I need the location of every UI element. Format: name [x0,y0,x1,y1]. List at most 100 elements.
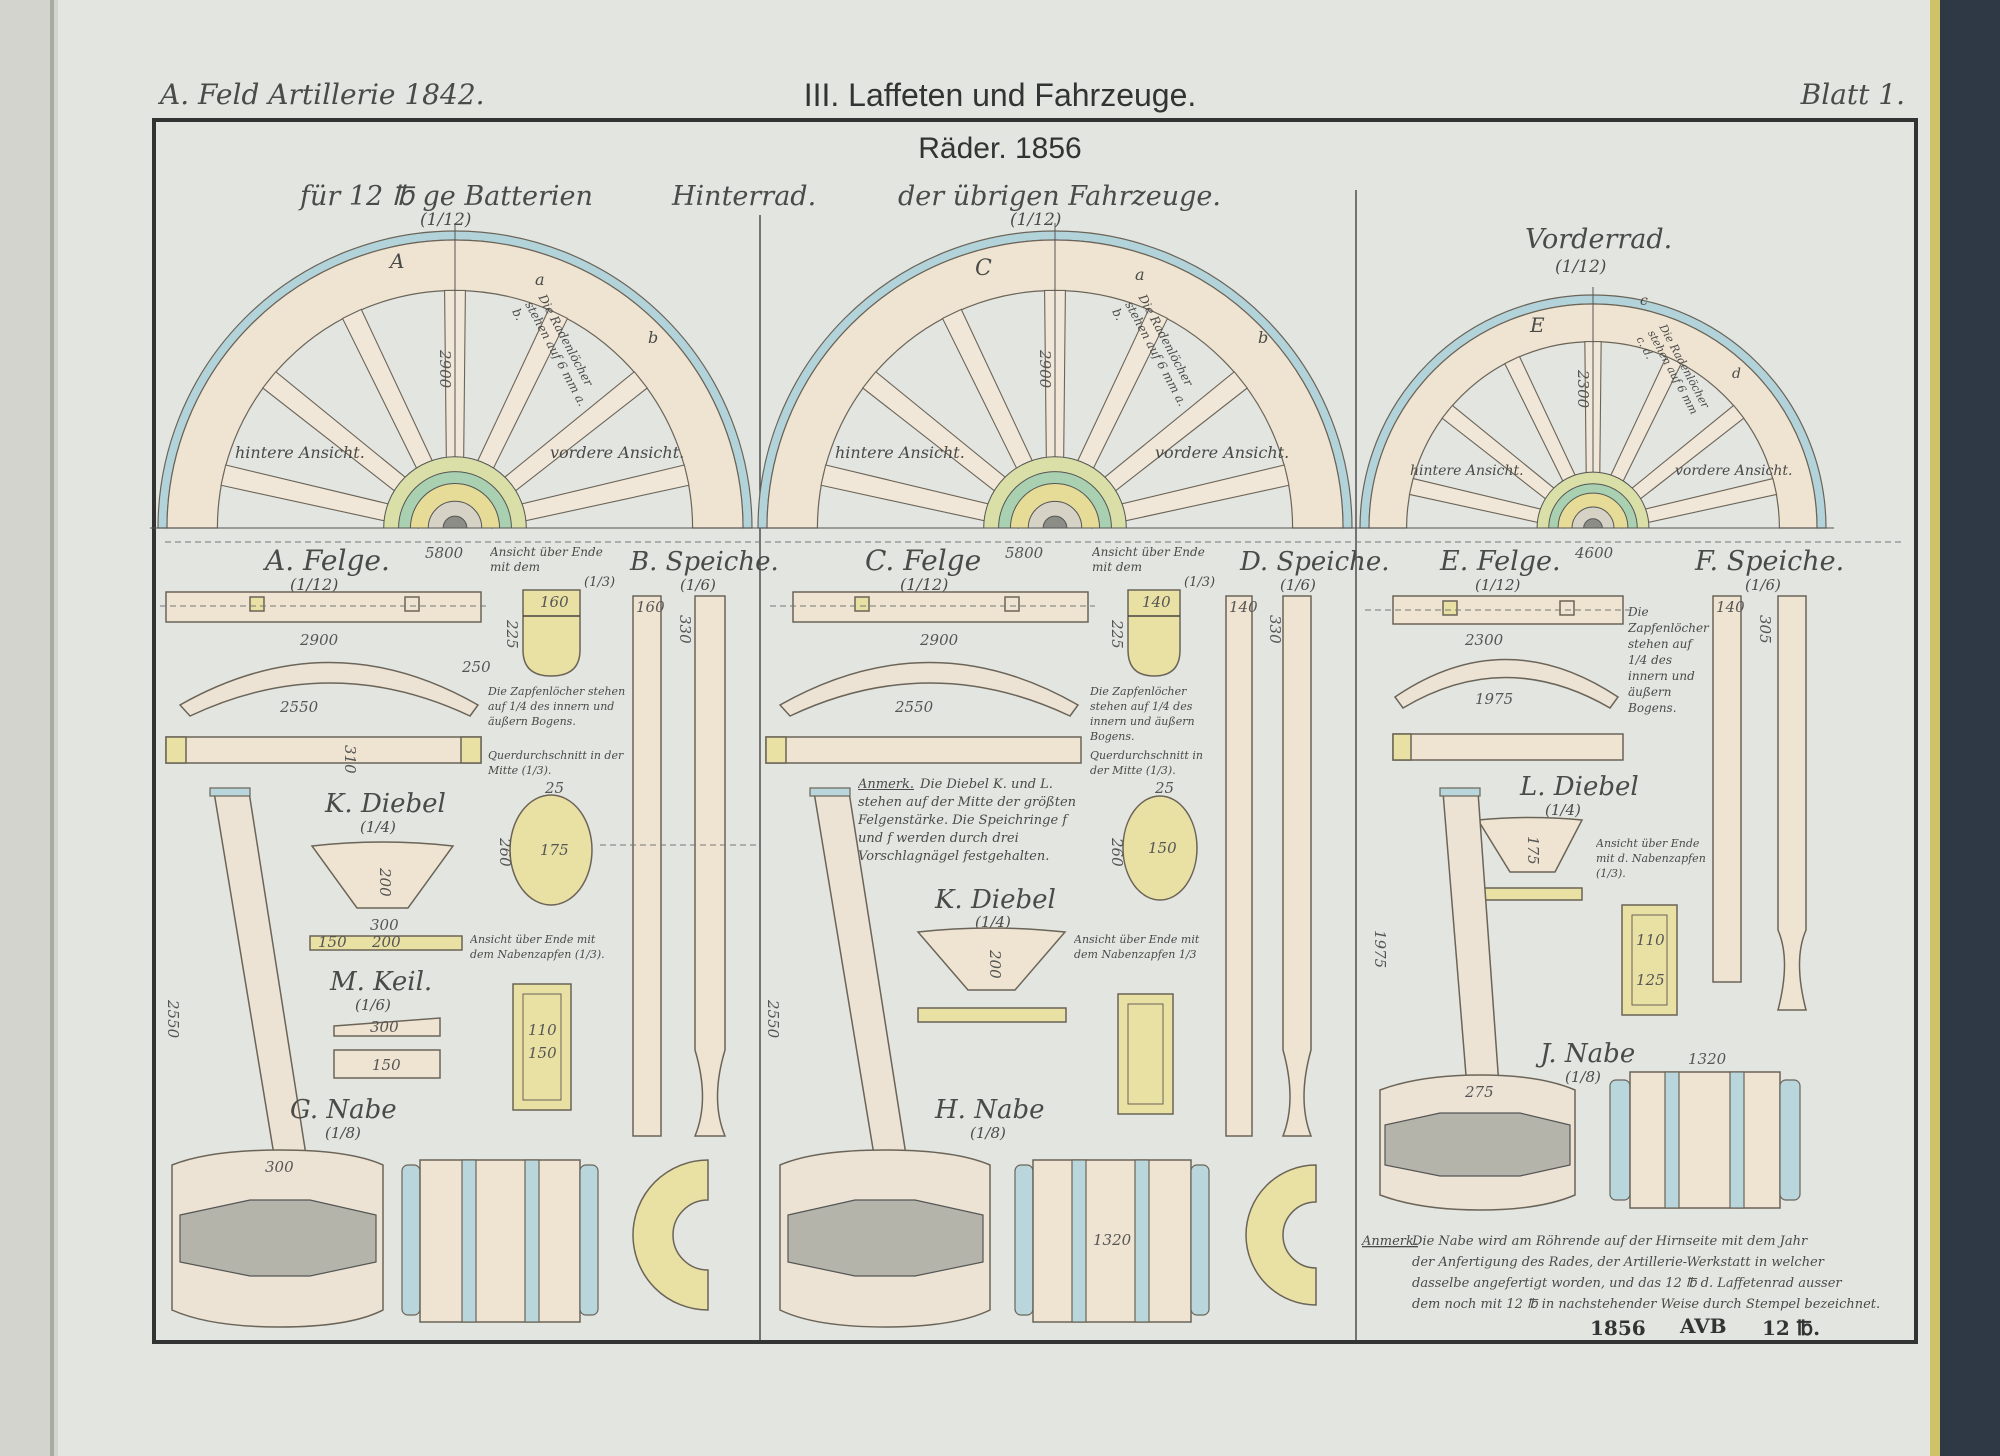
felge-a-scale: (1/12) [290,575,338,594]
wheel2-hub-ring [1042,515,1068,529]
wheel2-height: 2900 [1036,349,1054,389]
note-naben-c-box: Ansicht über Ende mit dem Nabenzapfen 1/… [1074,933,1200,961]
felge-a-top-view [165,591,482,623]
felge-e-arc-view [1393,658,1620,709]
nabe-j-ring-left [1609,1079,1631,1201]
diebel-k-base [309,935,463,951]
felge-c-dowel-hole [854,596,870,612]
speiche-d-width: 140 [1229,598,1258,616]
nabenzapfen-e-inner [1631,914,1668,1006]
nabe-g-spoke-fan [632,1159,709,1311]
wheels-layer [150,223,1834,529]
nabe-g-side-view [419,1159,581,1323]
felge-c-arc-view [778,661,1080,717]
nabe-j-side-view [1629,1071,1781,1209]
wheel1-hub-ring [442,515,468,529]
keil-m-width: 150 [372,1056,401,1074]
zapfen-a-dim2: 150 [528,1044,557,1062]
egg-c-width: 150 [1148,839,1177,857]
nabe-h-bore [787,1199,984,1277]
speiche-f-dim: 305 [1756,615,1774,644]
felge-a-bottom-dim: 310 [341,745,359,774]
nabe-g-label: G. Nabe [290,1095,397,1125]
felge-e-spoke-hole [1559,600,1575,616]
wheel1-hub-ring [427,500,483,529]
felge-c-tenon-left [765,736,787,764]
felge-a-tenon-left [165,736,187,764]
felge-a-arc-view [178,661,480,717]
column-2-parts: C. Felge (1/12) Ansicht über Ende mit de… [764,544,1390,1328]
nabe-h-scale: (1/8) [970,1124,1006,1142]
note-naben-c: Ansicht über Ende mit dem Nabenzapfen 1/… [1074,933,1200,961]
heading-other-vehicles: der übrigen Fahrzeuge. [898,181,1221,212]
book-cover-edge [1940,0,2000,1456]
felge-c-arc-length: 2550 [894,698,934,716]
end-view-a-scale: (1/3) [584,575,615,590]
wheel3-front-view: vordere Ansicht. [1675,463,1792,479]
wheel2-rear-view: hintere Ansicht. [835,443,965,462]
end-view-c-label: Ansicht über Ende mit dem Felgenzapfen. [1092,545,1205,577]
footnote-line-2: der Anfertigung des Rades, der Artilleri… [1412,1255,1825,1270]
felge-a-arc-length: 2550 [279,698,319,716]
spoke-cross-section-a [509,794,593,906]
speiche-b-side-view [632,595,662,1137]
gutter-line [50,0,54,1456]
felge-c-end-view [1127,589,1181,677]
felge-c-label: C. Felge [865,544,981,577]
speiche-b-scale: (1/6) [680,576,716,594]
end-view-a-label: Ansicht über Ende mit dem Felgenzapfen. [490,545,603,577]
egg-a-top: 25 [544,779,564,797]
note-quer-c-box: Querdurchschnitt in der Mitte (1/3). [1090,749,1203,777]
note-naben-e: Ansicht über Ende mit d. Nabenzapfen (1/… [1596,837,1706,880]
zapfen-e-dim2: 125 [1636,971,1665,989]
diebel-k-side: 150 [318,933,347,951]
nabenzapfen-c-inner [1127,1003,1164,1105]
column-3-parts: E. Felge. (1/12) F. Speiche. (1/6) 2300 … [1361,546,1880,1340]
diebel-l-label: L. Diebel [1519,772,1639,802]
hub-a-length: 2550 [164,999,182,1039]
felge-a-height: 250 [461,658,491,676]
end-view-c-width: 140 [1142,593,1171,611]
keil-m-label: M. Keil. [329,967,432,997]
header-center: III. Laffeten und Fahrzeuge. [804,77,1197,113]
wheel2-hub-ring [1027,500,1083,529]
nabenzapfen-e-view [1621,904,1678,1016]
note-zapfen-c: Die Zapfenlöcher stehen auf 1/4 des inne… [1090,685,1195,743]
nabe-h-band-1 [1071,1159,1087,1323]
speiche-b-dim: 330 [676,615,694,644]
diebel-k-width: 300 [370,916,399,934]
speiche-f-front-view [1777,595,1807,1011]
diebel-k2-label: K. Diebel [934,885,1056,915]
note-naben-a-box: Ansicht über Ende mit dem Nabenzapfen (1… [470,933,605,961]
nabe-h-band-2 [1134,1159,1150,1323]
speiche-f-label: F. Speiche. [1694,546,1844,577]
diebel-k-height: 200 [376,867,394,897]
felge-e-bottom-view [1392,733,1624,761]
nabe-h-side-view [1032,1159,1192,1323]
felge-e-length: 2300 [1464,631,1504,649]
note-naben-e-box: Ansicht über Ende mit d. Nabenzapfen (1/… [1596,837,1706,880]
wheel3-mark-a: c [1640,293,1648,309]
note-zapfen-c-box: Die Zapfenlöcher stehen auf 1/4 des inne… [1090,685,1195,743]
wheel1-felloe [166,239,744,529]
egg-a-width: 175 [540,841,569,859]
speiche-b-label: B. Speiche. [629,547,779,577]
diebel-k2-base [917,1007,1067,1023]
wheel2-front-view: vordere Ansicht. [1155,443,1289,462]
wheel1-height: 2900 [436,349,454,389]
felge-e-tenon-left [1392,733,1412,761]
footnote-line-4: dem noch mit 12 ℔ in nachstehender Weise… [1412,1297,1880,1312]
column-1-parts: A. Felge. (1/12) Ansicht über Ende mit d… [160,544,779,1328]
nabe-j-band-1 [1664,1071,1680,1209]
zapfen-e-dim1: 110 [1636,931,1665,949]
felge-e-label: E. Felge. [1439,546,1561,577]
end-view-a-width: 160 [540,593,569,611]
wheel3-labels: E c d 2300 Die Radenlöcher stehen auf 6 … [1410,293,1792,562]
anmerk-c-label: Anmerk. [858,777,915,792]
wheel1-width: 5800 [425,544,464,562]
plate-frame [152,118,1918,1344]
speiche-d-scale: (1/6) [1280,576,1316,594]
page-gilt-edge [1930,0,1940,1456]
heading-front-wheel: Vorderrad. [1525,224,1672,255]
wheel2-scale: (1/12) [1010,210,1061,230]
